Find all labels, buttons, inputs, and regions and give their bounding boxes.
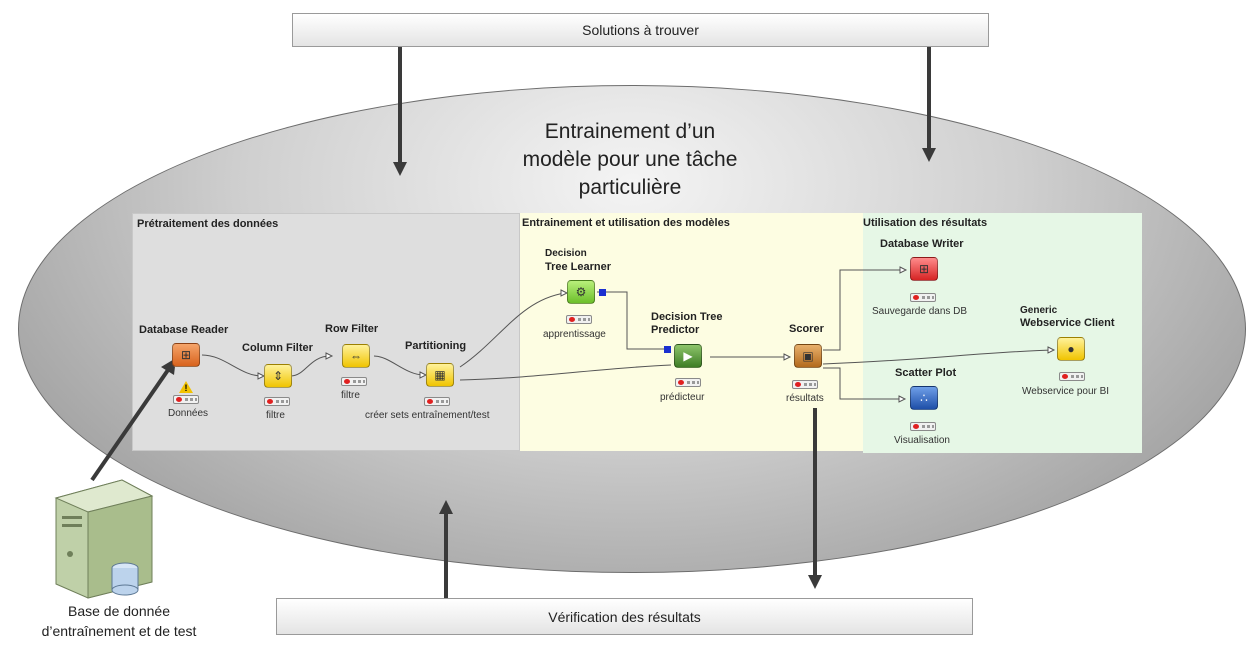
- webservice-title-line-2: Webservice Client: [1020, 317, 1115, 329]
- partitioning-node[interactable]: ▦: [426, 363, 454, 387]
- database-writer-status: [910, 293, 936, 302]
- database-writer-title: Database Writer: [880, 238, 964, 250]
- row-filter-label: filtre: [341, 390, 360, 401]
- edge-scorer-writer: [823, 269, 906, 351]
- database-caption-line-1: Base de donnée: [68, 603, 170, 619]
- arrow-database-to-reader: [90, 368, 170, 482]
- webservice-client-icon: ●: [1067, 342, 1075, 356]
- scorer-title: Scorer: [789, 323, 824, 335]
- warning-mark-icon: !: [184, 383, 188, 393]
- arrowhead-solutions-right: [922, 148, 936, 162]
- partitioning-label: créer sets entraînement/test: [365, 410, 490, 421]
- tree-learner-node[interactable]: ⚙: [567, 280, 595, 304]
- row-filter-title: Row Filter: [325, 323, 379, 335]
- model-input-port: [664, 346, 671, 353]
- column-filter-icon: ⇕: [272, 369, 284, 383]
- results-panel: Utilisation des résultats: [863, 213, 1142, 453]
- preprocessing-panel: Prétraitement des données: [132, 213, 520, 451]
- row-filter-node[interactable]: ⇔: [342, 344, 370, 368]
- edge-rowfilter-partitioning: [373, 355, 425, 376]
- edge-columnfilter-rowfilter: [290, 355, 331, 377]
- database-reader-title: Database Reader: [139, 324, 229, 336]
- edge-learner-predictor: [597, 291, 664, 350]
- tree-predictor-node[interactable]: ▶: [674, 344, 702, 368]
- tree-learner-label: apprentissage: [543, 329, 606, 340]
- results-panel-title: Utilisation des résultats: [863, 217, 988, 229]
- row-filter-icon: ⇔: [350, 349, 362, 363]
- tree-predictor-title-line-1: Decision Tree: [651, 311, 723, 323]
- ellipse-title-line-1: Entrainement d’un: [544, 120, 716, 143]
- scorer-status: [792, 380, 818, 389]
- webservice-title-line-1: Generic: [1020, 305, 1058, 316]
- tree-predictor-icon: ▶: [683, 349, 693, 363]
- scorer-label: résultats: [786, 393, 824, 404]
- verification-banner: Vérification des résultats: [276, 598, 973, 635]
- webservice-client-label: Webservice pour BI: [1022, 386, 1110, 397]
- webservice-client-node[interactable]: ●: [1057, 337, 1085, 361]
- edge-scorer-webservice: [822, 349, 1055, 365]
- ellipse-title-line-3: particulière: [578, 176, 682, 199]
- database-caption-line-2: d’entraînement et de test: [41, 623, 197, 639]
- arrowhead-results-down: [808, 575, 822, 589]
- edge-partitioning-predictor: [459, 364, 672, 381]
- tree-learner-title-line-2: Tree Learner: [545, 261, 612, 273]
- verification-banner-label: Vérification des résultats: [548, 608, 701, 625]
- database-writer-node[interactable]: ⊞: [910, 257, 938, 281]
- database-reader-node[interactable]: ⊞: [172, 343, 200, 367]
- database-writer-icon: ⊞: [918, 262, 930, 276]
- scatter-plot-icon: ∴: [920, 391, 928, 405]
- database-reader-status: [173, 395, 199, 404]
- scatter-plot-node[interactable]: ∴: [910, 386, 938, 410]
- warning-icon: [179, 381, 193, 393]
- solutions-banner: Solutions à trouver: [292, 13, 989, 47]
- tree-predictor-label: prédicteur: [660, 392, 705, 403]
- preprocessing-panel-title: Prétraitement des données: [137, 218, 279, 230]
- scatter-plot-title: Scatter Plot: [895, 367, 957, 379]
- edge-reader-columnfilter: [201, 354, 263, 377]
- tree-predictor-title-line-2: Predictor: [651, 324, 700, 336]
- tree-learner-icon: ⚙: [575, 285, 587, 299]
- edge-partitioning-learner: [459, 292, 566, 368]
- tree-learner-status: [566, 315, 592, 324]
- tree-predictor-status: [675, 378, 701, 387]
- partitioning-icon: ▦: [434, 368, 446, 382]
- row-filter-status: [341, 377, 367, 386]
- ellipse-title: Entrainement d’un modèle pour une tâche …: [450, 118, 810, 202]
- webservice-client-status: [1059, 372, 1085, 381]
- edge-scorer-scatter: [823, 367, 905, 400]
- column-filter-title: Column Filter: [242, 342, 313, 354]
- partitioning-status: [424, 397, 450, 406]
- database-writer-label: Sauvegarde dans DB: [872, 306, 968, 317]
- column-filter-label: filtre: [266, 410, 285, 421]
- scorer-node[interactable]: ▣: [794, 344, 822, 368]
- solutions-banner-label: Solutions à trouver: [582, 22, 699, 38]
- database-reader-label: Données: [168, 408, 209, 419]
- column-filter-node[interactable]: ⇕: [264, 364, 292, 388]
- training-panel: Entrainement et utilisation des modèles: [520, 213, 863, 451]
- database-caption: Base de donnée d’entraînement et de test: [6, 601, 232, 641]
- training-panel-title: Entrainement et utilisation des modèles: [522, 217, 730, 229]
- arrowhead-verification-up: [439, 500, 453, 514]
- arrowhead-solutions-left: [393, 162, 407, 176]
- column-filter-status: [264, 397, 290, 406]
- scatter-plot-status: [910, 422, 936, 431]
- scorer-icon: ▣: [802, 349, 814, 363]
- tree-learner-title-line-1: Decision: [545, 248, 587, 259]
- database-reader-icon: ⊞: [180, 348, 192, 362]
- ellipse-title-line-2: modèle pour une tâche: [522, 148, 738, 171]
- scatter-plot-label: Visualisation: [894, 435, 950, 446]
- partitioning-title: Partitioning: [405, 340, 467, 352]
- database-server-icon: [54, 479, 154, 599]
- model-output-port: [599, 289, 606, 296]
